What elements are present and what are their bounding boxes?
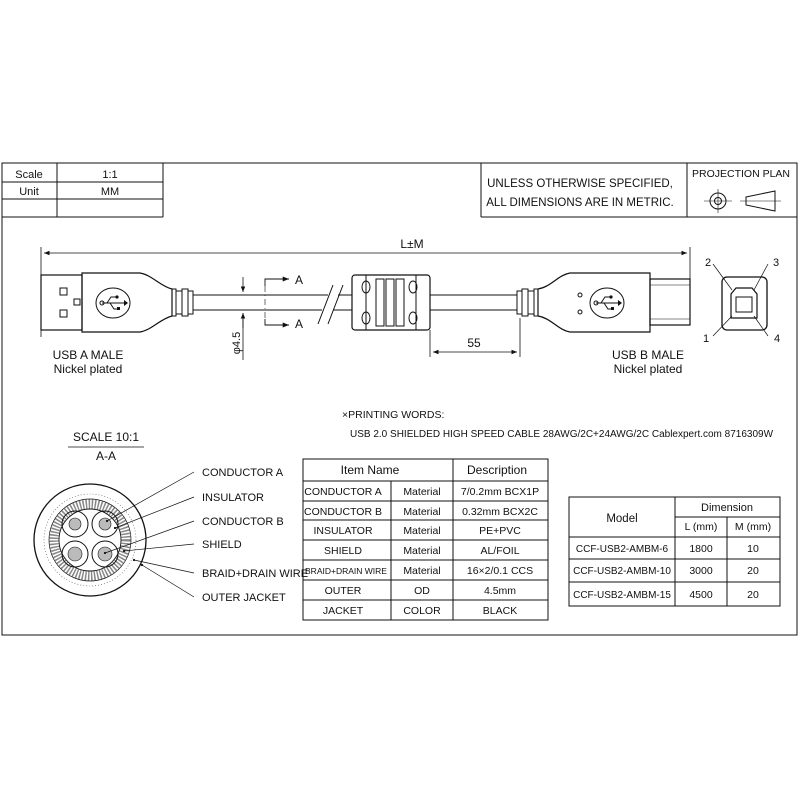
scale-value: 1:1 xyxy=(102,169,117,181)
svg-text:Material: Material xyxy=(403,506,440,518)
shield-ring xyxy=(58,508,122,572)
drawing-frame xyxy=(1,162,798,636)
svg-text:20: 20 xyxy=(747,565,759,577)
label-shield: SHIELD xyxy=(202,539,242,551)
cross-section-view-label: A-A xyxy=(96,449,116,463)
label-conductor-a: CONDUCTOR A xyxy=(202,467,284,479)
braid-layer xyxy=(43,493,137,587)
svg-text:PE+PVC: PE+PVC xyxy=(479,525,521,537)
label-outer-jacket: OUTER JACKET xyxy=(202,592,286,604)
table-row: CCF-USB2-AMBM-15 4500 20 xyxy=(573,589,759,601)
svg-text:4.5mm: 4.5mm xyxy=(484,585,516,597)
label-insulator: INSULATOR xyxy=(202,492,264,504)
ferrite-offset-label: 55 xyxy=(467,336,481,350)
ferrite-core xyxy=(351,274,431,331)
material-table: Item Name Description CONDUCTOR A Materi… xyxy=(302,458,549,621)
table-row: CONDUCTOR B Material 0.32mm BCX2C xyxy=(304,506,538,518)
svg-text:7/0.2mm BCX1P: 7/0.2mm BCX1P xyxy=(461,486,539,498)
svg-text:CONDUCTOR A: CONDUCTOR A xyxy=(304,486,381,498)
svg-text:BLACK: BLACK xyxy=(483,605,517,617)
usb-b-label-line2: Nickel plated xyxy=(614,362,683,376)
svg-text:16×2/0.1 CCS: 16×2/0.1 CCS xyxy=(467,565,533,577)
pin-label-1: 1 xyxy=(703,333,709,345)
svg-text:COLOR: COLOR xyxy=(403,605,441,617)
svg-text:4500: 4500 xyxy=(689,589,713,601)
table-row: BRAID+DRAIN WIRE Material 16×2/0.1 CCS xyxy=(305,565,533,577)
table-row: CCF-USB2-AMBM-6 1800 10 xyxy=(576,543,759,555)
metric-note-line2: ALL DIMENSIONS ARE IN METRIC. xyxy=(486,197,673,209)
svg-text:3000: 3000 xyxy=(689,565,713,577)
l-header: L (mm) xyxy=(685,521,718,533)
svg-text:AL/FOIL: AL/FOIL xyxy=(480,545,519,557)
label-braid-drain-wire: BRAID+DRAIN WIRE xyxy=(202,568,308,580)
table-row: SHIELD Material AL/FOIL xyxy=(324,545,520,557)
diameter-label: φ4.5 xyxy=(231,332,243,354)
cross-section-scale: SCALE 10:1 xyxy=(73,430,139,444)
svg-text:INSULATOR: INSULATOR xyxy=(313,525,373,537)
unit-value: MM xyxy=(101,186,119,198)
usb-a-label-line2: Nickel plated xyxy=(54,362,123,376)
svg-text:0.32mm BCX2C: 0.32mm BCX2C xyxy=(462,506,538,518)
conductor-a-insulation xyxy=(61,510,89,538)
svg-text:OD: OD xyxy=(414,585,430,597)
title-block: Scale 1:1 Unit MM UNLESS OTHERWISE SPECI… xyxy=(2,163,797,218)
printing-words-label: ×PRINTING WORDS: xyxy=(342,409,444,421)
cross-section: SCALE 10:1 A-A CONDUCTOR A INSULATOR CON… xyxy=(33,430,308,604)
outer-jacket-ring xyxy=(33,483,147,597)
cable-side-view: L±M USB A MALE Nickel plated xyxy=(40,237,780,376)
projection-plan-label: PROJECTION PLAN xyxy=(692,168,790,180)
svg-text:CCF-USB2-AMBM-15: CCF-USB2-AMBM-15 xyxy=(573,590,671,601)
usb-a-label-line1: USB A MALE xyxy=(53,348,124,362)
svg-text:OUTER: OUTER xyxy=(325,585,362,597)
table-row: INSULATOR Material PE+PVC xyxy=(313,525,521,537)
section-mark-bottom: A xyxy=(295,317,303,331)
usb-b-connector xyxy=(516,272,691,333)
pin-label-2: 2 xyxy=(705,257,711,269)
svg-text:Material: Material xyxy=(403,545,440,557)
usb-logo-icon xyxy=(99,295,128,310)
svg-text:Material: Material xyxy=(403,486,440,498)
unit-label: Unit xyxy=(19,186,39,198)
material-header-item: Item Name xyxy=(341,463,400,477)
svg-text:Material: Material xyxy=(403,565,440,577)
scale-label: Scale xyxy=(15,169,43,181)
svg-text:10: 10 xyxy=(747,543,759,555)
overall-length-label: L±M xyxy=(400,237,423,251)
usb-b-label-line1: USB B MALE xyxy=(612,348,684,362)
section-mark-top: A xyxy=(295,273,303,287)
table-row: CONDUCTOR A Material 7/0.2mm BCX1P xyxy=(304,486,539,498)
svg-text:JACKET: JACKET xyxy=(323,605,364,617)
m-header: M (mm) xyxy=(735,521,771,533)
svg-text:CCF-USB2-AMBM-6: CCF-USB2-AMBM-6 xyxy=(576,544,669,555)
table-row: CCF-USB2-AMBM-10 3000 20 xyxy=(573,565,759,577)
pin-label-4: 4 xyxy=(774,333,780,345)
printing-words-text: USB 2.0 SHIELDED HIGH SPEED CABLE 28AWG/… xyxy=(350,429,774,440)
dimension-header: Dimension xyxy=(701,502,753,514)
svg-text:BRAID+DRAIN WIRE: BRAID+DRAIN WIRE xyxy=(305,566,387,576)
usb-logo-icon xyxy=(593,295,622,310)
usb-a-connector xyxy=(40,272,194,333)
usb-b-end-view: 2 3 1 4 xyxy=(703,257,780,345)
table-row: OUTER OD 4.5mm xyxy=(325,585,517,597)
model-table: Model Dimension L (mm) M (mm) CCF-USB2-A… xyxy=(568,496,781,607)
material-header-description: Description xyxy=(467,463,527,477)
label-conductor-b: CONDUCTOR B xyxy=(202,516,284,528)
svg-text:SHIELD: SHIELD xyxy=(324,545,362,557)
svg-text:CCF-USB2-AMBM-10: CCF-USB2-AMBM-10 xyxy=(573,566,671,577)
table-row: JACKET COLOR BLACK xyxy=(323,605,517,617)
svg-text:CONDUCTOR B: CONDUCTOR B xyxy=(304,506,382,518)
section-cut-marker: A A xyxy=(264,273,303,331)
svg-text:1800: 1800 xyxy=(689,543,713,555)
svg-text:20: 20 xyxy=(747,589,759,601)
svg-text:Material: Material xyxy=(403,525,440,537)
projection-symbol-icon xyxy=(704,189,781,213)
metric-note-line1: UNLESS OTHERWISE SPECIFIED, xyxy=(487,178,673,190)
pin-label-3: 3 xyxy=(773,257,779,269)
model-header: Model xyxy=(606,513,637,525)
